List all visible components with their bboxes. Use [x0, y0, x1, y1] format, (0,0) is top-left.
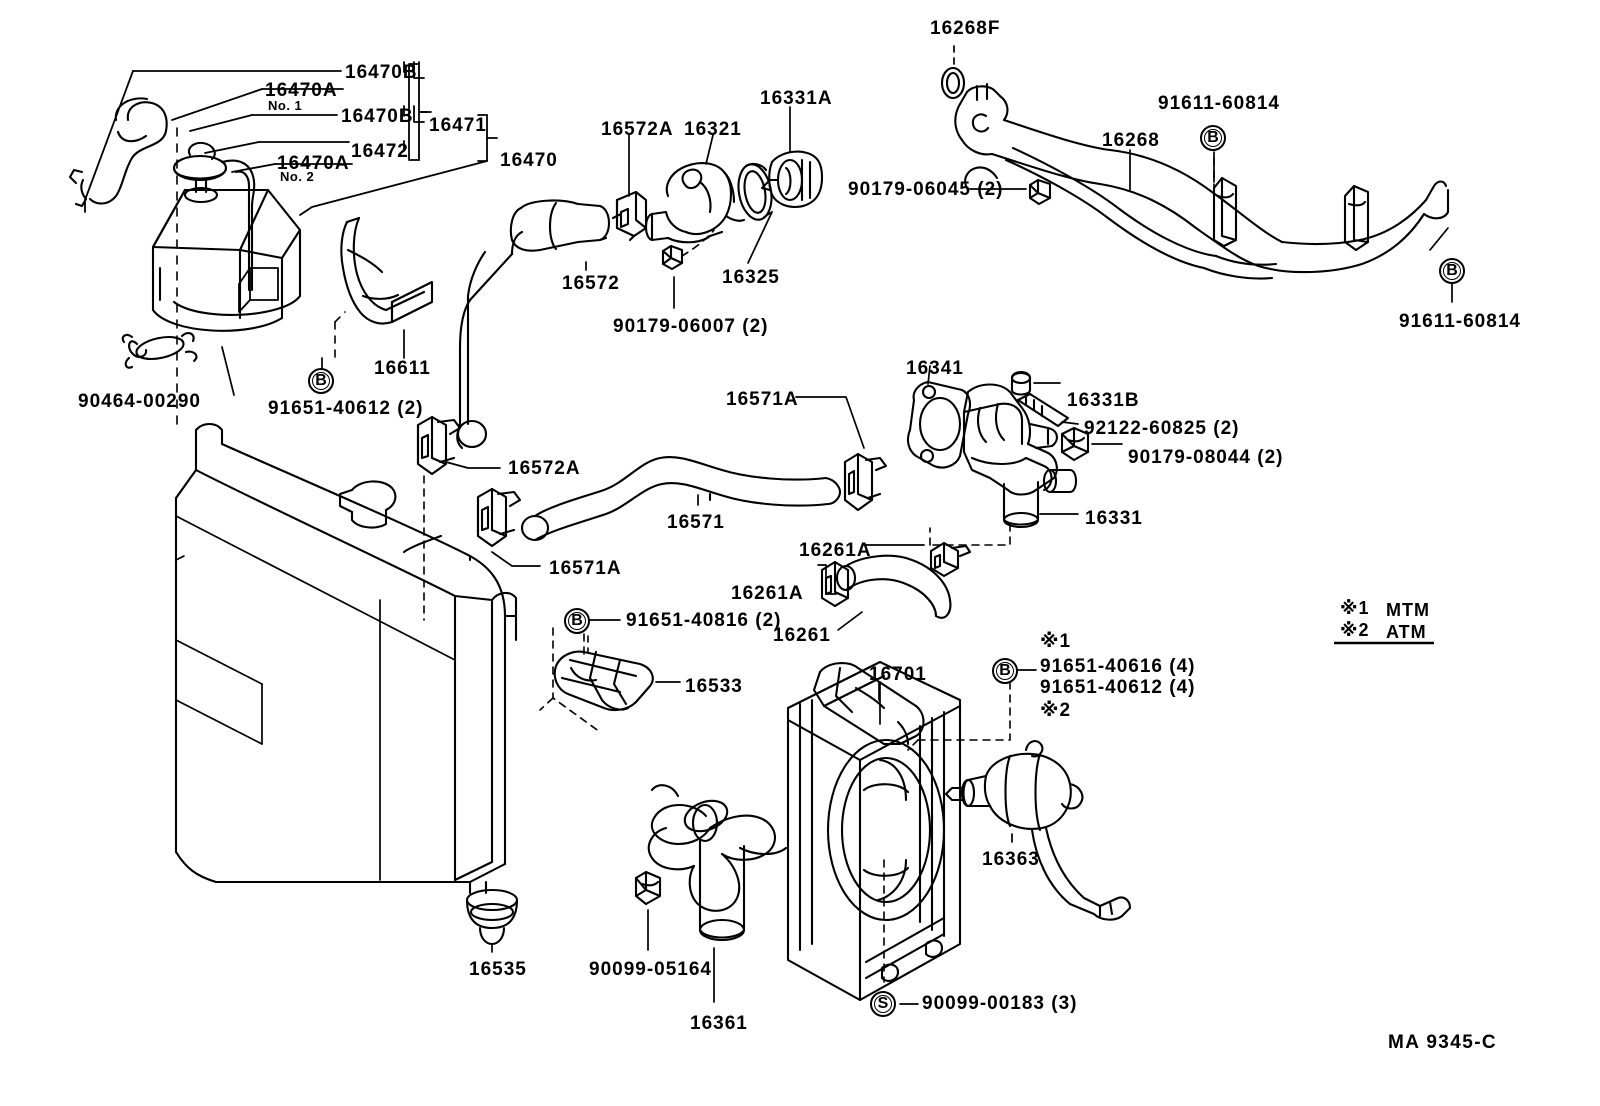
callout-16533: 16533: [685, 676, 743, 697]
callout-16363: 16363: [982, 849, 1040, 870]
part-16341: [906, 365, 972, 469]
callout-16470a-no1: 16470A: [265, 80, 338, 101]
legend-mark-2: ※2: [1340, 620, 1370, 640]
fastener-group-mark-bottom: ※2: [1040, 700, 1072, 721]
callout-16341: 16341: [906, 358, 964, 379]
bolt-marker-16611: B: [308, 368, 334, 394]
marker-leaders: [321, 357, 1037, 1005]
part-16572: [456, 199, 611, 450]
part-radiator-core: [174, 422, 519, 953]
legend-mark-1: ※1: [1340, 598, 1370, 618]
callout-16470b-lower: 16470B: [341, 106, 414, 127]
callout-16361: 16361: [690, 1013, 748, 1034]
legend-underline: [1334, 641, 1434, 645]
part-16363: [944, 740, 1132, 921]
callout-16331b: 16331B: [1067, 390, 1140, 411]
callout-91611-60814-upper: 91611-60814: [1158, 93, 1280, 114]
callout-16470b-upper: 16470B: [345, 62, 418, 83]
callout-16572a-lower: 16572A: [508, 458, 581, 479]
callout-90099-00183-3: 90099-00183 (3): [922, 993, 1078, 1014]
callout-16331: 16331: [1085, 508, 1143, 529]
callout-16470a-no2-sub: No. 2: [280, 169, 315, 184]
callout-90179-06045-2: 90179-06045 (2): [848, 179, 1004, 200]
callout-90464-00290: 90464-00290: [78, 391, 201, 412]
part-16572a-clamp-upper: [611, 134, 648, 242]
callout-16571a-lower: 16571A: [549, 558, 622, 579]
part-16268: [940, 45, 1453, 303]
callout-16268: 16268: [1102, 130, 1160, 151]
legend-label-1: MTM: [1386, 600, 1430, 620]
callout-90179-06007-2: 90179-06007 (2): [613, 316, 769, 337]
part-16321: [644, 134, 746, 244]
callout-16325: 16325: [722, 267, 780, 288]
bolt-marker-pipe-upper: B: [1200, 125, 1226, 151]
callout-90099-05164: 90099-05164: [589, 959, 712, 980]
callout-16611: 16611: [374, 358, 431, 379]
callout-16261a-lower: 16261A: [731, 583, 804, 604]
part-16701: [786, 660, 1011, 1002]
callout-90179-08044-2: 90179-08044 (2): [1128, 447, 1284, 468]
screw-marker-shroud: S: [870, 991, 896, 1017]
part-90464-00290: [121, 332, 235, 396]
callout-16268f: 16268F: [930, 18, 1001, 39]
fastener-group-line-2: 91651-40612 (4): [1040, 677, 1196, 698]
callout-91651-40816-2: 91651-40816 (2): [626, 610, 782, 631]
fastener-group-mark-top: ※1: [1040, 631, 1072, 652]
callout-16321: 16321: [684, 119, 742, 140]
callout-92122-60825-2: 92122-60825 (2): [1084, 418, 1240, 439]
callout-91611-60814-lower: 91611-60814: [1399, 311, 1521, 332]
callout-16571: 16571: [667, 512, 725, 533]
callout-16331a: 16331A: [760, 88, 833, 109]
callout-16572a-upper: 16572A: [601, 119, 674, 140]
bolt-marker-pipe-lower: B: [1439, 258, 1465, 284]
callout-16470: 16470: [500, 150, 558, 171]
bolt-marker-16533: B: [564, 608, 590, 634]
callout-16472: 16472: [351, 141, 409, 162]
part-16611: [334, 216, 434, 361]
callout-91651-40612-2: 91651-40612 (2): [268, 398, 424, 419]
reservoir-tank: [68, 97, 302, 431]
callout-16701: 16701: [869, 664, 927, 685]
bolt-marker-shroud: B: [992, 658, 1018, 684]
part-16572a-clamp-lower: [416, 415, 501, 621]
legend-label-2: ATM: [1386, 622, 1427, 642]
callout-16572: 16572: [562, 273, 620, 294]
callout-16471: 16471: [429, 115, 487, 136]
callout-16571a-upper: 16571A: [726, 389, 799, 410]
fastener-group-line-1: 91651-40616 (4): [1040, 656, 1196, 677]
callout-16535: 16535: [469, 959, 527, 980]
part-16571a-clamp-left: [476, 487, 541, 567]
callout-16261: 16261: [773, 625, 831, 646]
part-16533: [539, 627, 681, 733]
callout-16470a-no1-sub: No. 1: [268, 98, 303, 113]
callout-16470a-no2: 16470A: [277, 153, 350, 174]
part-16331a: [760, 106, 824, 209]
drawing-id: MA 9345-C: [1388, 1032, 1498, 1053]
part-90179-06007: [661, 229, 715, 309]
callout-16261a-upper: 16261A: [799, 540, 872, 561]
part-16571a-clamp-right: [795, 396, 888, 512]
part-16325: [737, 162, 773, 264]
